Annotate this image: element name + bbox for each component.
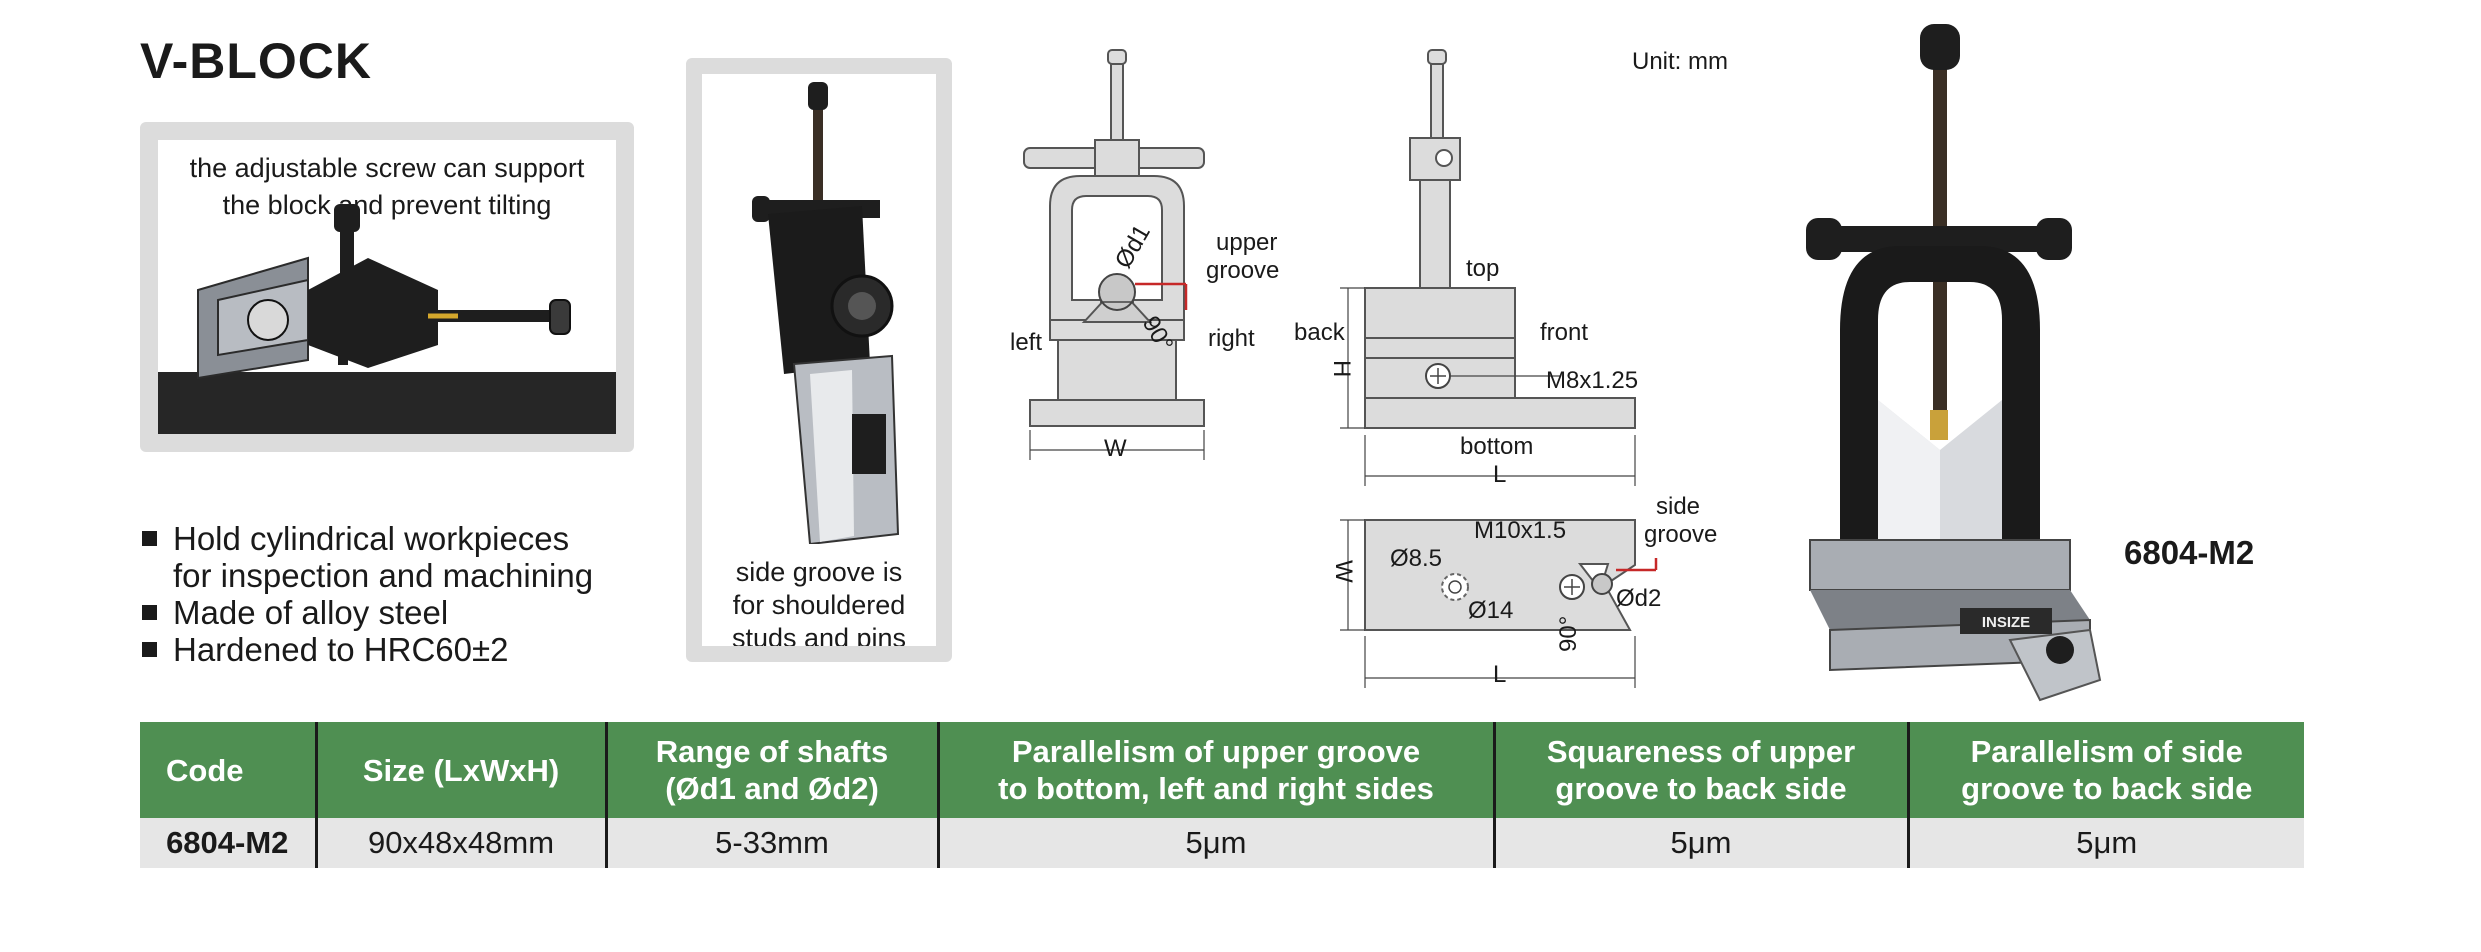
caption-line: the block and prevent tilting [222,190,552,220]
spec-table: Code Size (LxWxH) Range of shafts(Ød1 an… [140,722,2304,868]
header-text: groove to back side [1555,771,1847,806]
feature-text: Hardened to HRC60±2 [173,631,509,668]
front-view-details [1029,273,1205,460]
adjustable-screw-caption: the adjustable screw can support the blo… [158,150,616,224]
header-text: (Ød1 and Ød2) [665,771,879,806]
bullet-square-icon [142,642,157,657]
w-bottom-label: W [1330,560,1357,583]
right-label: right [1208,325,1255,352]
d85-label: Ø8.5 [1390,545,1442,572]
side-groove-label: groove [1644,521,1717,548]
bullet-square-icon [142,605,157,620]
header-text: Size (LxWxH) [362,752,560,788]
cell-squareness: 5μm [1492,818,1908,868]
left-label: left [1010,329,1042,356]
photo-ground-surface [158,372,616,434]
v-block-product-photo: INSIZE [1806,24,2102,702]
thread-back-label: M8x1.25 [1546,367,1638,394]
caption-line: for shouldered [732,590,906,620]
caption-line: studs and pins [731,623,907,646]
photo-panel-side-groove: side groove is for shouldered studs and … [686,58,952,662]
v-block-side-photo [752,82,900,544]
header-size: Size (LxWxH) [314,722,606,818]
table-row: 6804-M2 90x48x48mm 5-33mm 5μm 5μm 5μm [140,818,2304,868]
pin-in-side-groove-icon [1591,573,1613,595]
product-code-label: 6804-M2 [2124,534,2255,571]
page-title: V-BLOCK [140,33,372,89]
upper-groove-label: upper [1216,229,1277,256]
unit-label: Unit: mm [1632,48,1728,75]
side-groove-label: side [1656,493,1700,520]
side-view-details [1340,287,1636,486]
bottom-view-details [1340,519,1658,688]
bottom-label: bottom [1460,433,1533,460]
v-block-tilted-photo [197,204,571,380]
cell-code: 6804-M2 [140,818,316,868]
brand-plate-text: INSIZE [1982,614,2030,631]
v-block-product [1806,24,2102,702]
caption-line: side groove is [735,557,903,587]
header-text: groove to back side [1961,771,2253,806]
side-view-drawing [1364,49,1636,429]
back-label: back [1294,319,1346,346]
l-dimension-label: L [1493,461,1506,488]
header-code: Code [140,722,316,818]
photo-panel-adjustable-screw: the adjustable screw can support the blo… [140,122,634,452]
header-text: to bottom, left and right sides [998,771,1434,806]
thread-bottom-label: M10x1.5 [1474,517,1566,544]
header-range: Range of shafts(Ød1 and Ød2) [604,722,938,818]
feature-text: for inspection and machining [173,557,594,594]
side-groove-caption: side groove is for shouldered studs and … [702,556,936,646]
table-header-row: Code Size (LxWxH) Range of shafts(Ød1 an… [140,722,2304,818]
top-label: top [1466,255,1499,282]
feature-text: Hold cylindrical workpieces [173,520,570,557]
feature-item: Made of alloy steel [140,594,593,631]
header-text: Parallelism of upper groove [1011,734,1421,769]
feature-text: Made of alloy steel [173,594,449,631]
header-text: Squareness of upper [1546,734,1856,769]
l-bottom-label: L [1493,661,1506,688]
d14-label: Ø14 [1468,597,1513,624]
w-dimension-label: W [1104,435,1127,462]
bullet-square-icon [142,531,157,546]
cell-parallelism-upper: 5μm [936,818,1494,868]
upper-groove-label: groove [1206,257,1279,284]
header-text: Parallelism of side [1970,734,2243,769]
d2-label: Ød2 [1616,585,1661,612]
angle-90-bottom-label: 90° [1555,616,1582,652]
h-dimension-label: H [1328,360,1355,377]
technical-drawings: upper groove Ød1 90° left right W top ba… [1010,49,1717,688]
caption-line: the adjustable screw can support [189,153,585,183]
header-text: Code [166,752,244,788]
feature-item: Hardened to HRC60±2 [140,631,593,668]
cell-range: 5-33mm [604,818,938,868]
front-view-drawing [1023,49,1205,427]
header-text: Range of shafts [655,734,889,769]
front-label: front [1540,319,1588,346]
cell-size: 90x48x48mm [314,818,606,868]
cell-parallelism-side: 5μm [1906,818,2304,868]
